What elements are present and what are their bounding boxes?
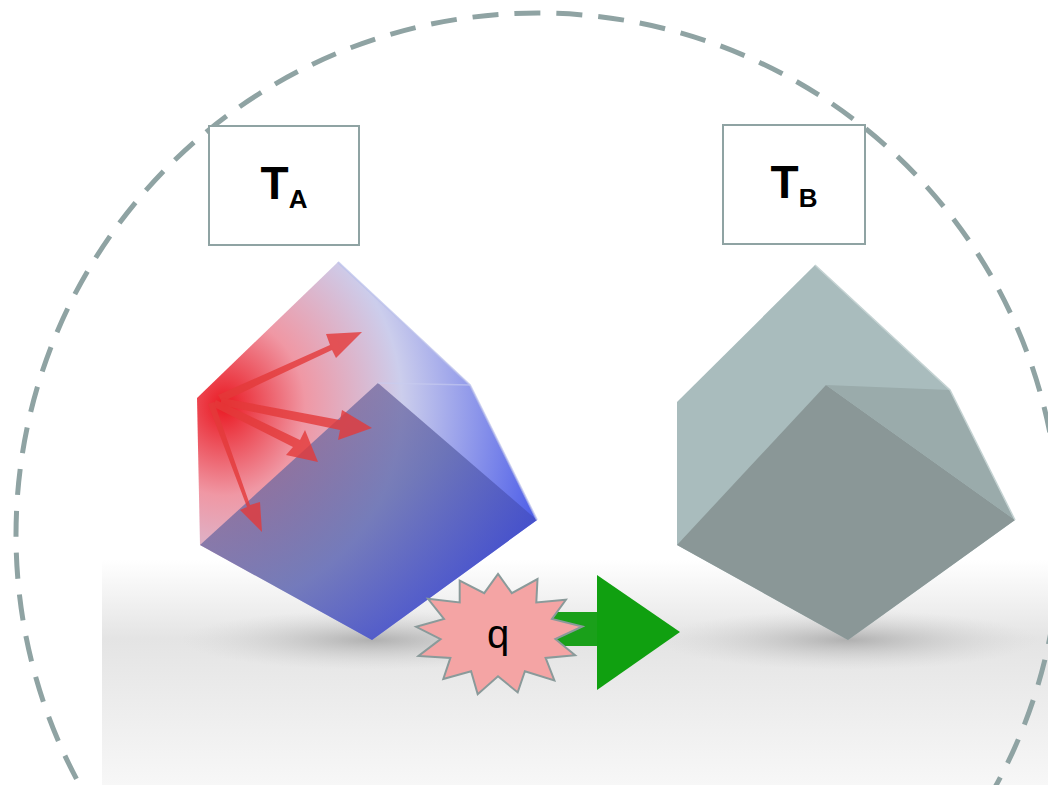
hot-cube [197,262,537,640]
cold-cube [677,265,1015,640]
heat-arrows [208,332,372,532]
temperature-symbol: TA [261,160,308,212]
heat-starburst: q [410,570,586,698]
temperature-label: TA [208,125,360,246]
temperature-label: TB [722,124,866,245]
temperature-symbol: TB [771,159,818,211]
heat-symbol: q [487,614,509,654]
system-boundary [16,13,1048,785]
